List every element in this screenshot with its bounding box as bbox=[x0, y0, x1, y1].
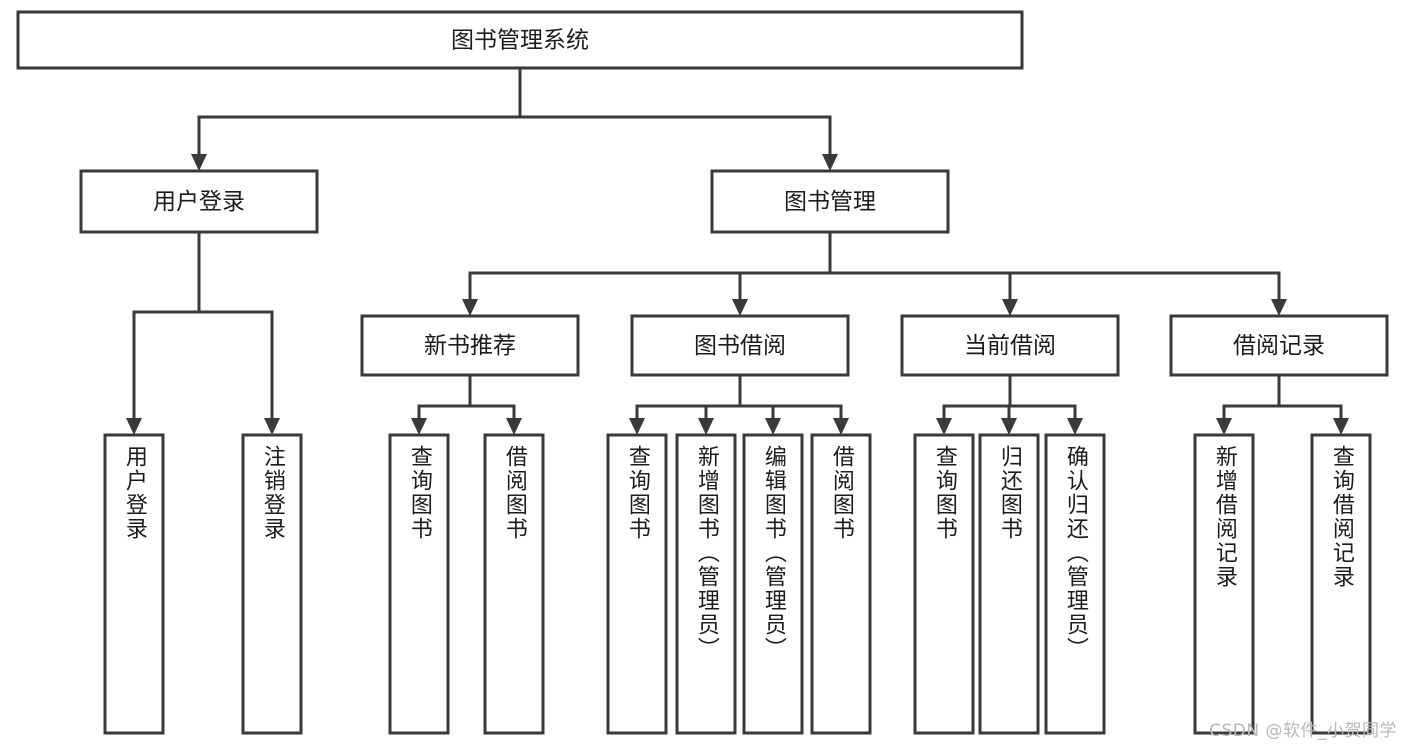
leaf-box-book_borrow-1[interactable] bbox=[675, 433, 737, 735]
leaf-box-book_borrow-2[interactable] bbox=[742, 433, 804, 735]
arrow-head-icon-l3-1 bbox=[732, 299, 748, 316]
arrow-head-icon-l3-0 bbox=[462, 299, 478, 316]
leaf-box-book_borrow-0[interactable] bbox=[606, 433, 668, 735]
arrow-head-icon-current_borrow-1 bbox=[1001, 418, 1017, 435]
leaf-box-current_borrow-1[interactable] bbox=[978, 433, 1040, 735]
arrow-head-icon-book_borrow-0 bbox=[629, 418, 645, 435]
connectors-layer bbox=[126, 66, 1349, 435]
leaf-box-book_borrow-3[interactable] bbox=[810, 433, 872, 735]
arrow-head-icon-current_borrow-2 bbox=[1067, 418, 1083, 435]
leaf-box-borrow_record-0[interactable] bbox=[1193, 433, 1255, 735]
node-label-l3-1: 图书借阅 bbox=[694, 333, 786, 359]
arrow-head-icon-current_borrow-0 bbox=[936, 418, 952, 435]
arrow-head-icon-l3-3 bbox=[1271, 299, 1287, 316]
node-box-l3-1[interactable] bbox=[630, 314, 850, 377]
node-box-root[interactable] bbox=[16, 10, 1024, 70]
leaf-box-user_login-0[interactable] bbox=[103, 433, 165, 735]
arrow-head-icon-book_borrow-3 bbox=[833, 418, 849, 435]
leaf-box-current_borrow-0[interactable] bbox=[913, 433, 975, 735]
leaf-box-current_borrow-2[interactable] bbox=[1044, 433, 1106, 735]
node-box-l2-1[interactable] bbox=[710, 169, 950, 234]
node-label-l3-3: 借阅记录 bbox=[1233, 333, 1325, 359]
node-box-l3-2[interactable] bbox=[900, 314, 1120, 377]
arrow-head-icon-new_book_recommend-0 bbox=[411, 418, 427, 435]
node-box-l3-0[interactable] bbox=[360, 314, 580, 377]
leaf-box-new_book_recommend-0[interactable] bbox=[388, 433, 450, 735]
node-box-l2-0[interactable] bbox=[79, 169, 319, 234]
node-label-l3-2: 当前借阅 bbox=[964, 333, 1056, 359]
arrow-head-icon-new_book_recommend-1 bbox=[506, 418, 522, 435]
arrow-head-icon-book_borrow-2 bbox=[765, 418, 781, 435]
node-box-l3-3[interactable] bbox=[1169, 314, 1389, 377]
arrow-head-icon-l3-2 bbox=[1002, 299, 1018, 316]
boxes-layer bbox=[16, 10, 1389, 735]
arrow-head-icon-l2-1 bbox=[822, 154, 838, 171]
node-label-l2-1: 图书管理 bbox=[784, 189, 876, 215]
leaf-box-borrow_record-1[interactable] bbox=[1310, 433, 1372, 735]
arrow-head-icon-borrow_record-0 bbox=[1216, 418, 1232, 435]
leaf-box-new_book_recommend-1[interactable] bbox=[483, 433, 545, 735]
node-label-l2-0: 用户登录 bbox=[153, 189, 245, 215]
arrow-head-icon-l2-0 bbox=[191, 154, 207, 171]
leaf-box-user_login-1[interactable] bbox=[241, 433, 303, 735]
arrow-head-icon-user_login-0 bbox=[126, 418, 142, 435]
watermark: CSDN @软件_小贺同学 bbox=[1209, 721, 1397, 741]
node-label-l3-0: 新书推荐 bbox=[424, 333, 516, 359]
arrow-head-icon-borrow_record-1 bbox=[1333, 418, 1349, 435]
node-label-root: 图书管理系统 bbox=[451, 28, 589, 54]
arrow-head-icon-book_borrow-1 bbox=[698, 418, 714, 435]
arrow-head-icon-user_login-1 bbox=[264, 418, 280, 435]
